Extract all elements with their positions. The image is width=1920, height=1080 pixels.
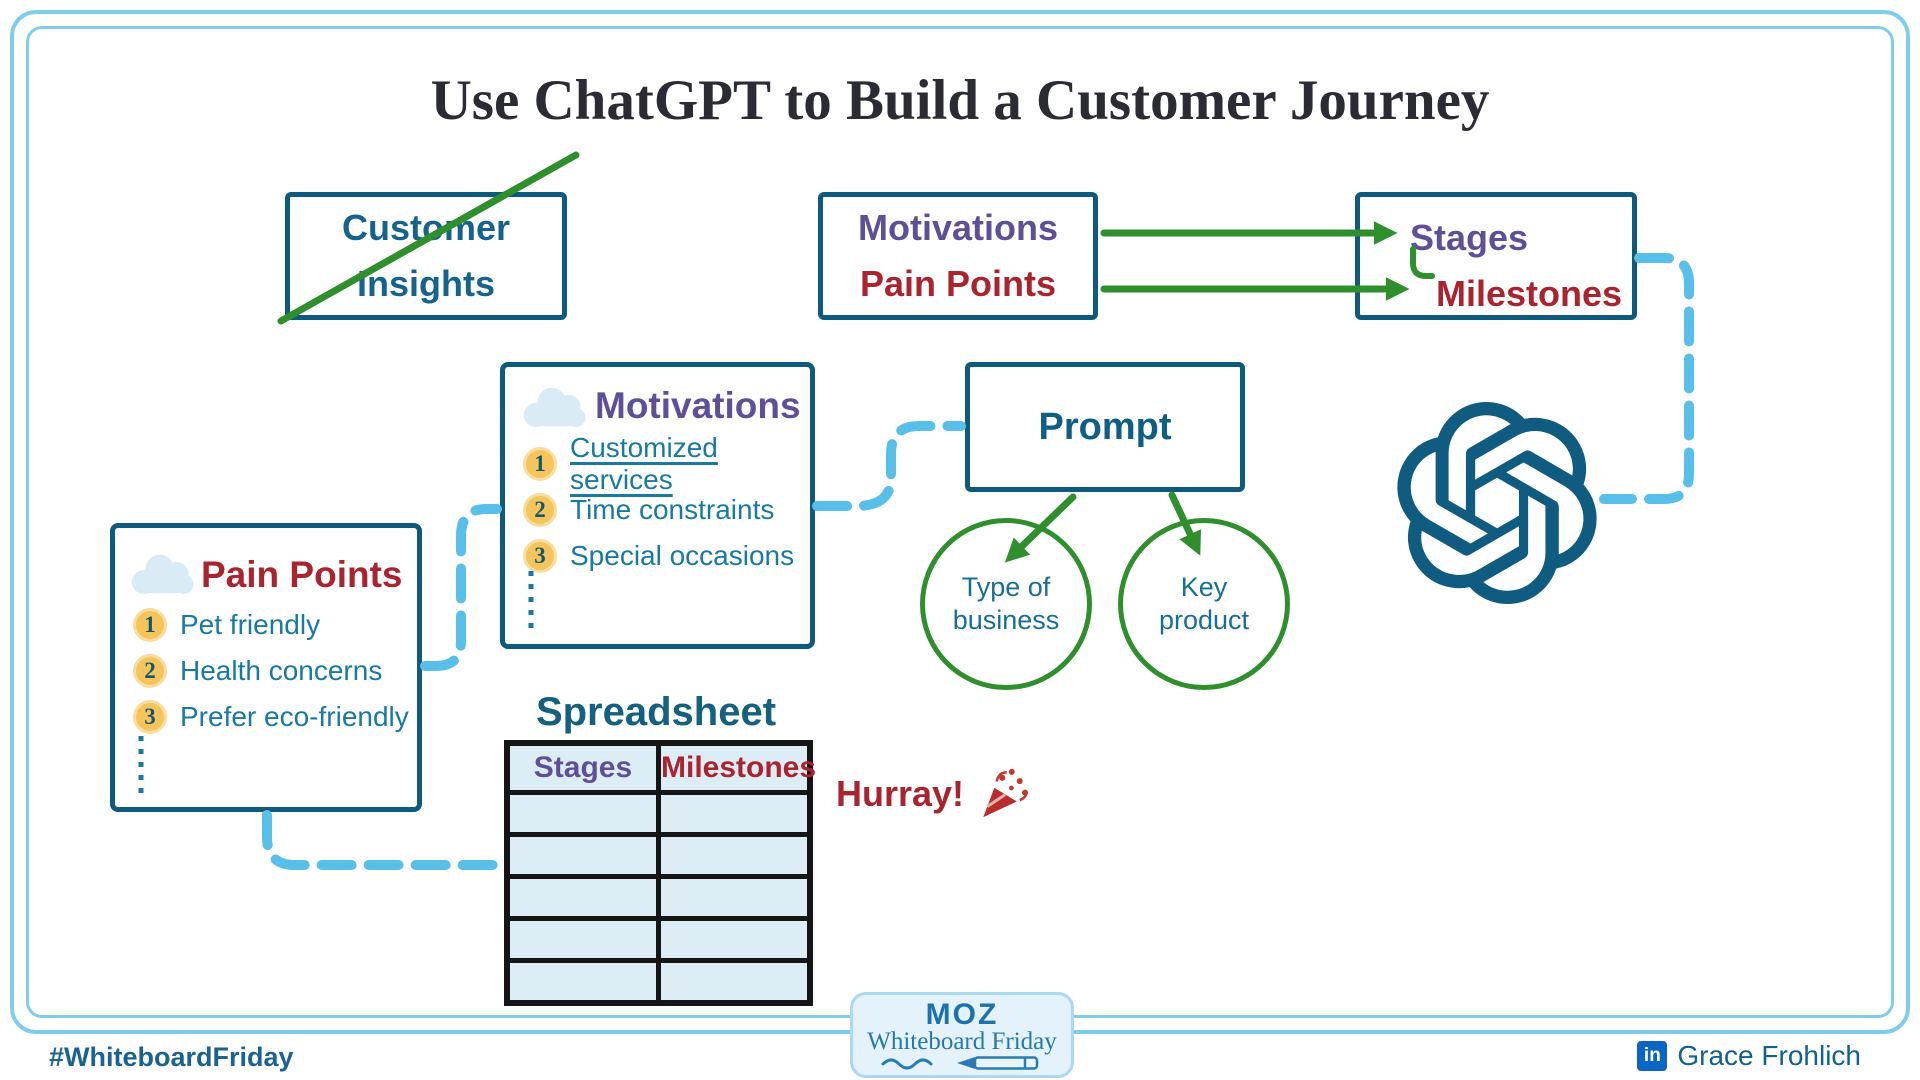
- list-item-label: Prefer eco-friendly: [180, 700, 409, 732]
- number-badge: 1: [133, 607, 167, 642]
- outputs-line-milestones: Milestones: [1436, 273, 1623, 314]
- list-item-label: Pet friendly: [180, 608, 321, 640]
- whiteboard-frame-inner: [26, 26, 1894, 1018]
- list-item: 2 Time constraints: [523, 487, 802, 532]
- motivations-panel-title: Motivations: [595, 385, 801, 426]
- spreadsheet-title: Spreadsheet: [535, 690, 777, 734]
- list-item: 1 Pet friendly: [133, 602, 409, 647]
- spreadsheet-header-row: Stages Milestones: [504, 740, 816, 795]
- spreadsheet-cell: [656, 874, 813, 921]
- marker-squiggle-icon: [881, 1056, 1039, 1070]
- number-badge: 2: [133, 653, 167, 688]
- author-name: Grace Frohlich: [1677, 1040, 1861, 1071]
- circle-label-line: Key: [1180, 572, 1228, 602]
- circle-type-of-business: Type of business: [920, 518, 1092, 690]
- inputs-box: Motivations Pain Points: [818, 192, 1098, 320]
- number-badge: 3: [133, 699, 167, 734]
- number-badge: 3: [523, 538, 557, 573]
- spreadsheet-body: [504, 790, 813, 1006]
- spreadsheet-cell: [504, 958, 661, 1006]
- spreadsheet-empty-row: [504, 832, 813, 879]
- spreadsheet-table: Stages Milestones: [504, 740, 816, 1006]
- list-item: 3 Prefer eco-friendly: [133, 694, 409, 739]
- celebration: Hurray!: [836, 766, 1030, 822]
- spreadsheet-cell: [504, 916, 661, 963]
- customer-insights-line1: Customer: [341, 207, 511, 248]
- pain-points-panel-title: Pain Points: [201, 554, 403, 595]
- list-item-label: Special occasions: [570, 539, 795, 571]
- spreadsheet-cell: [504, 790, 661, 837]
- moz-whiteboard-friday-badge: MOZ Whiteboard Friday: [850, 992, 1074, 1078]
- party-popper-icon: [983, 768, 1029, 818]
- spreadsheet-header-stages: Stages: [504, 740, 661, 795]
- badge-series-label: Whiteboard Friday: [867, 1028, 1057, 1055]
- spreadsheet-cell: [504, 874, 661, 921]
- prompt-box: Prompt: [965, 362, 1245, 492]
- spreadsheet-empty-row: [504, 874, 813, 921]
- circle-key-product: Key product: [1118, 518, 1290, 690]
- list-item: 3 Special occasions: [523, 533, 802, 578]
- spreadsheet-header-milestones: Milestones: [656, 740, 816, 795]
- circle-label-line: Type of: [961, 572, 1051, 602]
- author-credit: in Grace Frohlich: [1637, 1040, 1861, 1072]
- list-item: 1 Customized services: [523, 432, 802, 495]
- number-badge: 2: [523, 492, 557, 527]
- spreadsheet-cell: [504, 832, 661, 879]
- outputs-line-stages: Stages: [1410, 217, 1529, 258]
- footer-hashtag: #WhiteboardFriday: [49, 1042, 294, 1072]
- motivations-panel: Motivations 1 Customized services 2 Time…: [500, 362, 815, 649]
- inputs-line-pain-points: Pain Points: [859, 263, 1057, 304]
- customer-insights-line2: Insights: [356, 263, 495, 304]
- cloud-icon: [131, 554, 194, 594]
- page-title: Use ChatGPT to Build a Customer Journey: [430, 69, 1490, 132]
- list-item-label: Health concerns: [180, 654, 383, 686]
- spreadsheet-empty-row: [504, 916, 813, 963]
- spreadsheet-cell: [656, 790, 813, 837]
- pain-points-panel: Pain Points 1 Pet friendly 2 Health conc…: [110, 523, 422, 812]
- spreadsheet-cell: [656, 916, 813, 963]
- list-item-label: Time constraints: [570, 493, 775, 525]
- linkedin-icon: in: [1637, 1041, 1668, 1071]
- customer-insights-box: Customer Insights: [285, 192, 567, 320]
- spreadsheet-empty-row: [504, 790, 813, 837]
- spreadsheet-cell: [656, 832, 813, 879]
- circle-label-line: business: [952, 605, 1060, 635]
- outputs-box: Stages Milestones: [1355, 192, 1637, 320]
- hurray-label: Hurray!: [836, 773, 965, 814]
- list-item-label: Customized services: [570, 431, 718, 495]
- moz-logo: MOZ: [925, 998, 999, 1031]
- spreadsheet-cell: [656, 958, 813, 1006]
- circle-label-line: product: [1158, 605, 1250, 635]
- spreadsheet-empty-row: [504, 958, 813, 1006]
- prompt-label: Prompt: [1038, 405, 1172, 448]
- number-badge: 1: [523, 446, 557, 481]
- list-item: 2 Health concerns: [133, 648, 409, 693]
- inputs-line-motivations: Motivations: [857, 207, 1058, 248]
- cloud-icon: [523, 387, 586, 427]
